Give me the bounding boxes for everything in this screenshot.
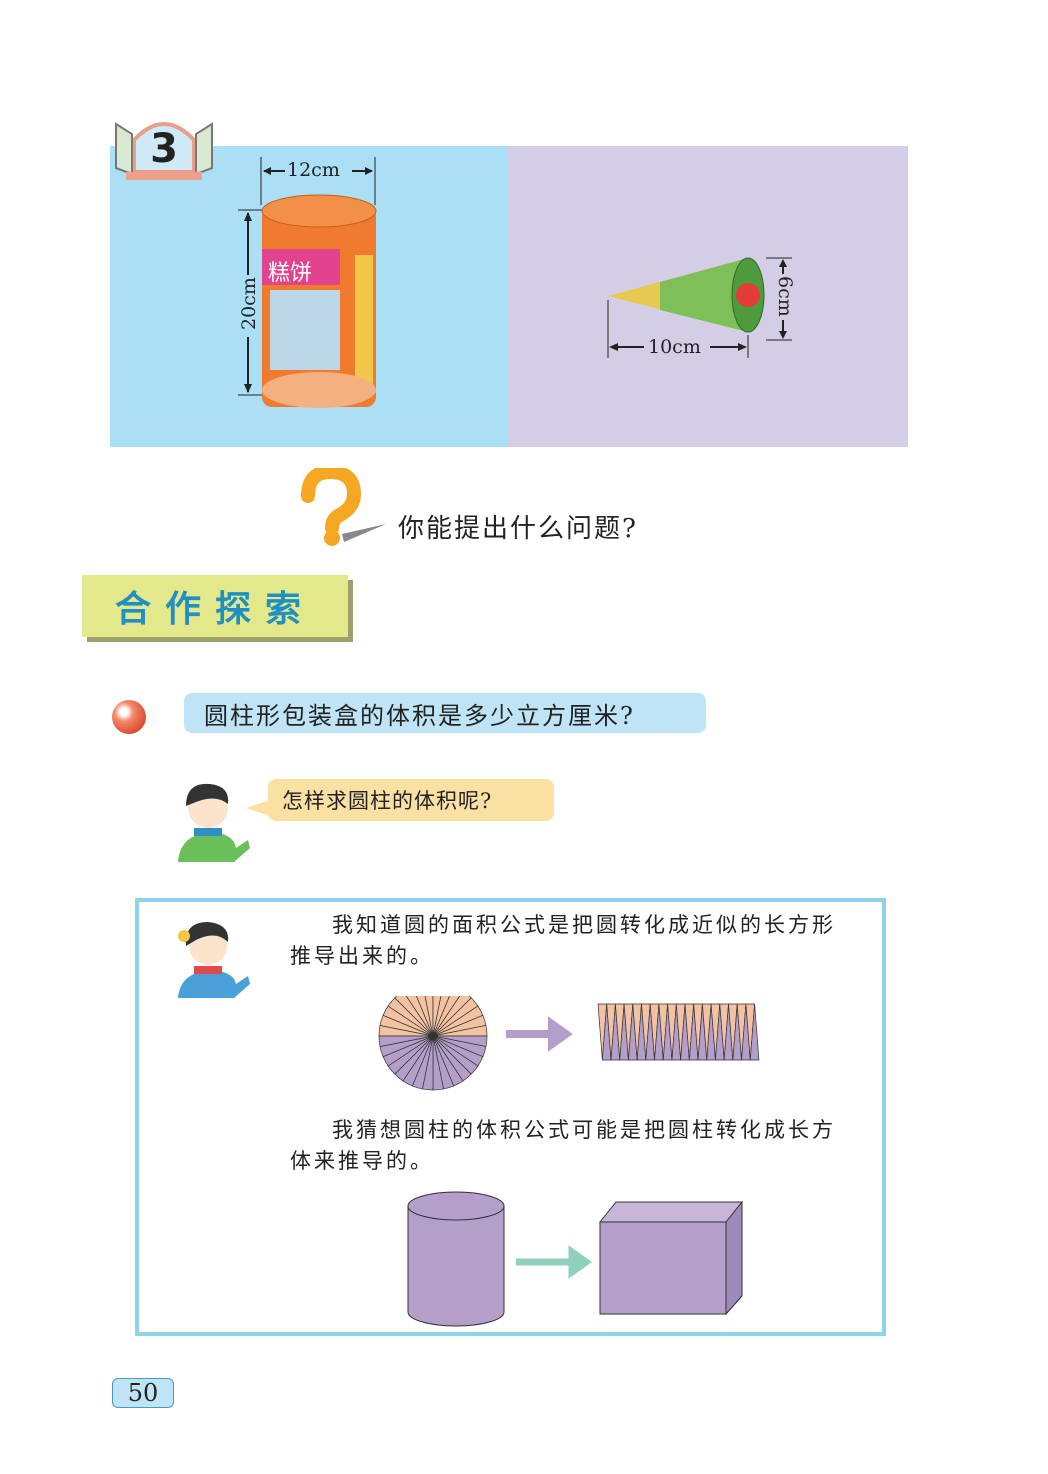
circle-sector: [394, 996, 434, 1037]
cuboid-icon: [598, 1200, 744, 1316]
circle-to-rectangle-diagram: [378, 996, 760, 1091]
question-banner: 圆柱形包装盒的体积是多少立方厘米?: [184, 693, 706, 733]
arrow-icon: [516, 1245, 593, 1279]
circle-sector: [378, 1035, 434, 1047]
question-mark-character-icon: [301, 468, 386, 546]
paragraph-circle-area: 我知道圆的面积公式是把圆转化成近似的长方形推导出来的。: [290, 913, 836, 968]
approximate-rectangle-icon: [597, 1003, 760, 1061]
can-label: 糕饼: [268, 261, 313, 286]
circle-sector: [424, 996, 434, 1037]
circle-sector: [432, 996, 442, 1037]
circle-sector: [416, 996, 434, 1037]
cone-diameter-label: 6cm: [774, 276, 796, 317]
can-width-label: 12cm: [287, 159, 340, 181]
cone-length-label: 10cm: [648, 336, 701, 358]
red-ball-bullet-icon: [112, 700, 146, 734]
can-height-label: 20cm: [238, 277, 260, 330]
ice-cream-cone-illustration: [607, 257, 792, 358]
cake-tin-illustration: [238, 157, 377, 408]
boy-speech-bubble: 怎样求圆柱的体积呢?: [268, 779, 554, 821]
cylinder-icon: [407, 1205, 505, 1327]
lesson-number: 3: [150, 126, 178, 172]
lesson-badge: 3: [112, 112, 216, 184]
girl-avatar: [178, 922, 250, 998]
page-number: 50: [112, 1378, 174, 1408]
arrow-icon: [506, 1016, 573, 1052]
window-icon: [115, 122, 213, 180]
speech-tail: [246, 800, 270, 816]
exploration-box: [135, 898, 886, 1336]
section-title: 合作探索: [82, 575, 348, 637]
cylinder-to-cuboid-diagram: [407, 1191, 744, 1327]
boy-avatar: [178, 783, 250, 862]
paragraph-cylinder-volume: 我猜想圆柱的体积公式可能是把圆柱转化成长方体来推导的。: [290, 1118, 836, 1173]
prompt-question: 你能提出什么问题?: [398, 514, 638, 544]
divided-circle-icon: [378, 996, 488, 1091]
rect-strip: [749, 1003, 760, 1061]
